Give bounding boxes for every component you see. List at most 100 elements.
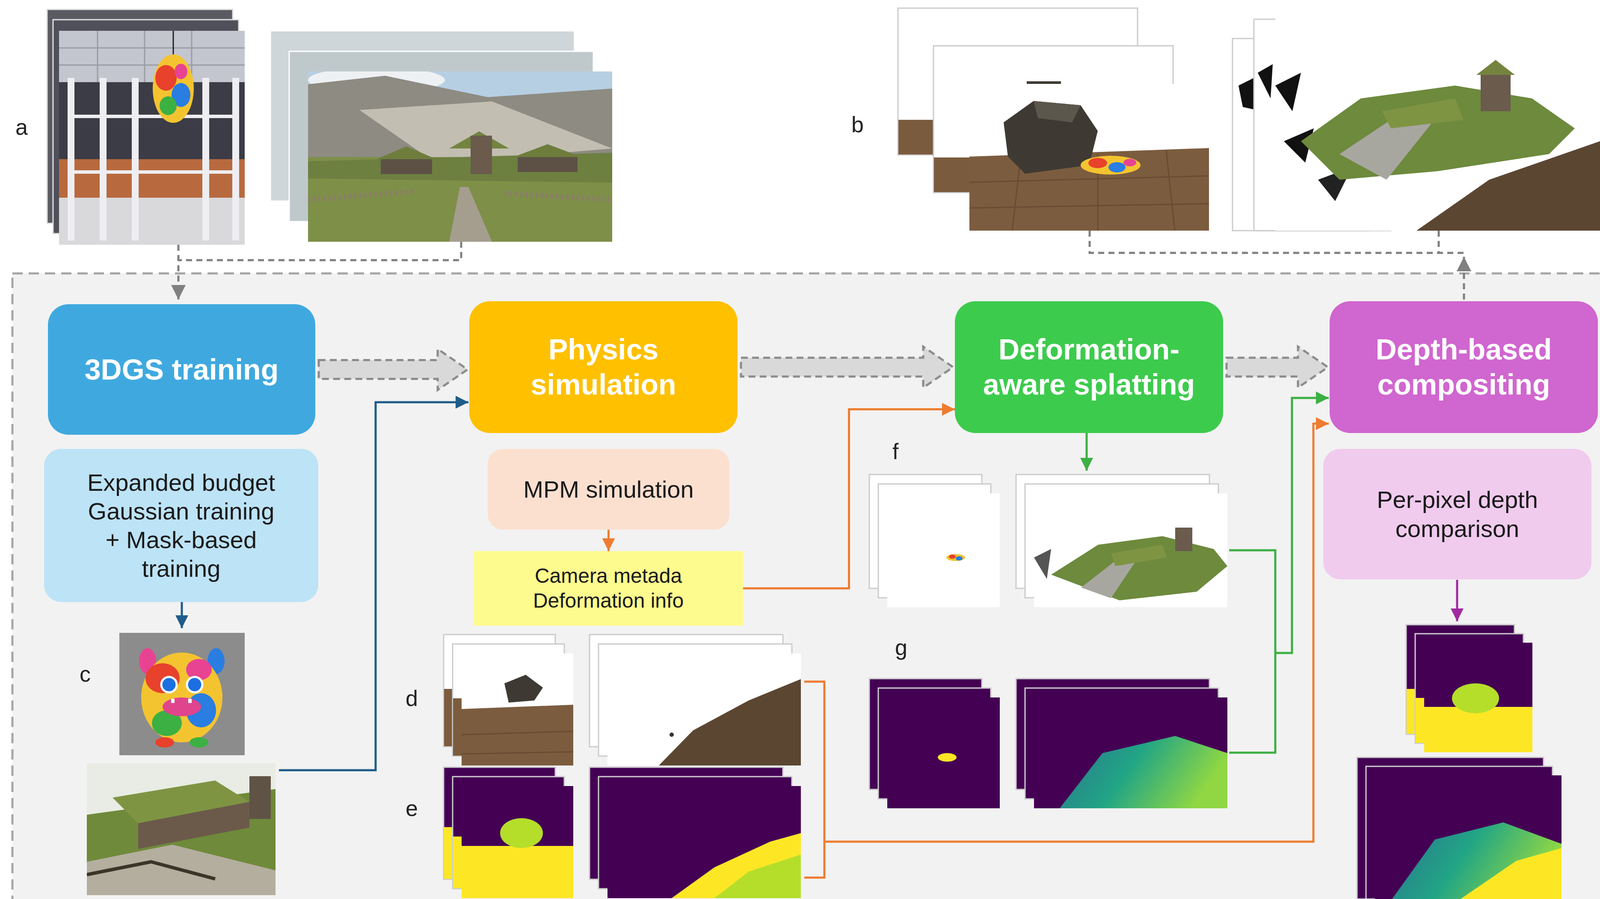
stage-box: 3DGS training: [47, 304, 316, 435]
illustration-part: [1034, 697, 1228, 809]
illustration-part: [380, 159, 433, 175]
illustration-part: [152, 54, 194, 123]
illustration-part: [67, 77, 240, 241]
sim-depth-scene: [589, 767, 801, 898]
illustration-part: [887, 493, 1000, 608]
illustration-part: [946, 554, 966, 561]
illustration-part: [1275, 72, 1301, 112]
panel-letter: f: [892, 438, 899, 465]
illustration-part: [1123, 158, 1137, 167]
sim-depth-object: [443, 767, 574, 898]
illustration-part: [1374, 775, 1562, 899]
illustration-part: [180, 601, 184, 629]
panel-letter: c: [79, 661, 91, 688]
illustration-part: [1085, 432, 1088, 471]
illustration-part: [189, 737, 209, 748]
illustration-part: [887, 697, 1000, 809]
illustration-part: [671, 832, 801, 898]
node-text: Camera metada Deformation info: [505, 563, 712, 613]
composite-depth-scene: [1357, 757, 1562, 899]
illustration-part: [174, 63, 188, 80]
illustration-part: [59, 30, 245, 245]
illustration-part: [376, 146, 437, 160]
illustration-part: [1257, 64, 1273, 99]
block-arrow: [1226, 346, 1328, 388]
render-stack-object: [897, 8, 1209, 231]
illustration-part: [131, 77, 139, 241]
panel-letter: a: [15, 114, 28, 141]
illustration-part: [1034, 493, 1228, 608]
object-photo: [119, 632, 245, 756]
illustration-part: [1275, 0, 1600, 231]
illustration-part: [607, 785, 801, 898]
illustration-part: [162, 697, 202, 717]
sim-render-object: [443, 634, 574, 766]
illustration-part: [1059, 735, 1228, 809]
illustration-part: [155, 737, 175, 748]
node-text: Deformation-aware splatting: [963, 331, 1215, 402]
stage-box: Physics simulation: [469, 301, 738, 433]
illustration-part: [513, 144, 582, 158]
illustration-part: [1424, 642, 1533, 753]
illustration-part: [59, 159, 245, 198]
splat-render-object: [869, 474, 1000, 608]
illustration-part: [1463, 256, 1466, 300]
illustration-part: [1392, 822, 1562, 899]
illustration-part: [461, 653, 574, 766]
illustration-part: [99, 77, 107, 241]
illustration-part: [159, 96, 177, 116]
illustration-part: [119, 632, 245, 756]
illustration-part: [186, 676, 203, 693]
scene-render: [86, 763, 276, 895]
splat-depth-scene: [1016, 678, 1228, 809]
illustration-part: [1080, 155, 1141, 175]
illustration-part: [517, 157, 578, 172]
illustration-part: [171, 698, 175, 703]
illustration-part: [308, 71, 613, 242]
illustration-part: [1051, 536, 1228, 601]
illustration-part: [86, 763, 276, 895]
illustration-part: [178, 241, 462, 261]
illustration-part: [172, 30, 175, 57]
node-text: 3DGS training: [84, 352, 279, 388]
illustration-part: [161, 676, 177, 693]
illustration-part: [1034, 493, 1228, 608]
illustration-part: [887, 493, 1000, 608]
illustration-part: [461, 653, 574, 766]
render-stack-scene: [1232, 0, 1600, 231]
illustration-part: [202, 77, 210, 241]
node-text: Physics simulation: [477, 331, 729, 402]
illustration-part: [86, 763, 276, 895]
illustration-part: [669, 732, 674, 737]
photo-stack-landscape: [270, 30, 613, 242]
panel-letter: e: [405, 795, 418, 822]
stage-box: Depth-based compositing: [1329, 301, 1598, 433]
illustration-part: [607, 653, 801, 766]
illustration-part: [461, 845, 574, 898]
illustration-part: [67, 77, 75, 241]
illustration-part: [887, 697, 1000, 809]
illustration-part: [1424, 642, 1533, 753]
illustration-part: [1382, 98, 1464, 129]
panel-letter: b: [851, 112, 864, 138]
illustration-part: [461, 704, 574, 766]
splat-render-scene: [1016, 474, 1228, 608]
illustration-part: [461, 785, 574, 898]
illustration-part: [86, 844, 276, 895]
illustration-part: [607, 785, 801, 898]
illustration-part: [449, 186, 492, 242]
illustration-part: [59, 30, 245, 245]
photo-stack-capture: [47, 9, 245, 245]
illustration-part: [500, 817, 543, 848]
illustration-part: [1275, 0, 1600, 231]
illustration-part: [308, 152, 613, 183]
illustration-part: [59, 30, 245, 83]
illustration-part: [948, 554, 956, 559]
illustration-part: [1108, 162, 1126, 173]
illustration-part: [969, 83, 1209, 231]
splat-depth-object: [869, 678, 1000, 809]
block-arrow: [740, 346, 954, 388]
flow-arrow: [743, 409, 955, 589]
illustration-part: [1229, 397, 1329, 753]
